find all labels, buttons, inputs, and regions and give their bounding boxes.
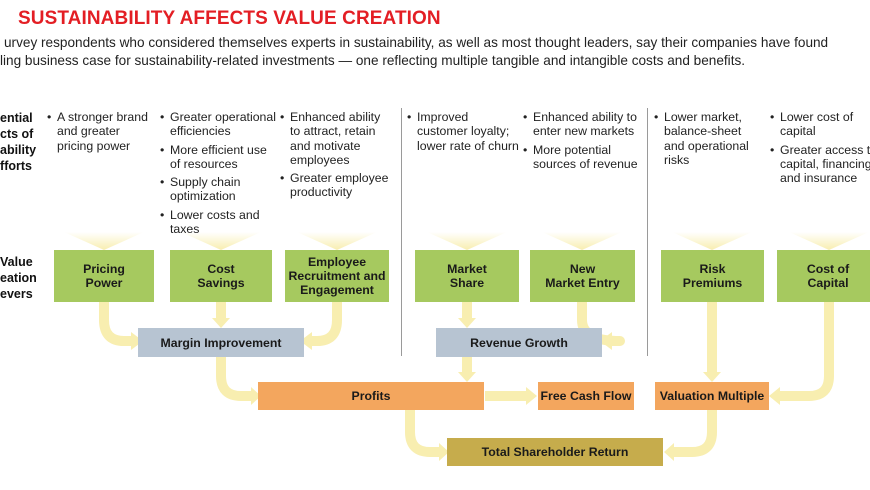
arrowhead xyxy=(526,387,537,405)
chevron-arrow xyxy=(64,232,144,250)
intro-line-2: ling business case for sustainability-re… xyxy=(0,53,746,68)
arrowhead xyxy=(664,443,674,461)
arrowhead xyxy=(458,318,476,328)
revenue-growth-box: Revenue Growth xyxy=(436,328,602,357)
arrowhead xyxy=(131,332,143,350)
effect-item: Greater access to capital, financing and… xyxy=(770,143,870,186)
effects-employee: Enhanced ability to attract, retain and … xyxy=(280,110,388,204)
arrowhead xyxy=(300,332,312,350)
driver-cost-savings: Cost Savings xyxy=(170,250,272,302)
connector-profits-to-tsr xyxy=(405,410,441,457)
connector-capital-to-valuation xyxy=(778,302,834,401)
connector-valuation-to-tsr xyxy=(672,410,717,457)
driver-pricing-power: Pricing Power xyxy=(54,250,154,302)
intro-text: urvey respondents who considered themsel… xyxy=(0,34,870,70)
effect-item: More potential sources of revenue xyxy=(523,143,638,172)
arrowheads xyxy=(131,318,780,461)
arrowhead xyxy=(769,387,780,405)
row-label-drivers: Value eation evers xyxy=(0,255,37,301)
effect-item: A stronger brand and greater pricing pow… xyxy=(47,110,148,153)
arrowhead xyxy=(251,387,261,405)
arrowhead xyxy=(212,318,230,328)
intro-line-1: urvey respondents who considered themsel… xyxy=(4,35,829,50)
effects-capital: Lower cost of capital Greater access to … xyxy=(770,110,870,189)
effect-item: Lower cost of capital xyxy=(770,110,870,139)
effect-item: Lower market, balance-sheet and operatio… xyxy=(654,110,749,167)
free-cash-flow-box: Free Cash Flow xyxy=(538,382,634,410)
chevron-arrow xyxy=(789,232,869,250)
chevron-arrow xyxy=(427,232,507,250)
chevron-arrow xyxy=(181,232,261,250)
arrowhead xyxy=(703,372,721,382)
row-label-effects: ential cts of ability fforts xyxy=(0,111,37,173)
effect-item: Supply chain optimization xyxy=(160,175,276,204)
total-shareholder-return-box: Total Shareholder Return xyxy=(447,438,663,466)
diagram-title: SUSTAINABILITY AFFECTS VALUE CREATION xyxy=(18,8,441,29)
margin-improvement-box: Margin Improvement xyxy=(138,328,304,357)
column-separator xyxy=(647,108,648,356)
arrowhead xyxy=(439,443,449,461)
chevron-arrow xyxy=(297,232,377,250)
arrowhead xyxy=(600,332,612,350)
effect-item: Improved customer loyalty; lower rate of… xyxy=(407,110,519,153)
driver-risk-premiums: Risk Premiums xyxy=(661,250,764,302)
chevron-arrow xyxy=(672,232,752,250)
driver-cost-of-capital: Cost of Capital xyxy=(777,250,870,302)
effect-item: Lower costs and taxes xyxy=(160,208,276,237)
effect-item: Enhanced ability to attract, retain and … xyxy=(280,110,388,167)
chevron-arrow xyxy=(542,232,622,250)
effects-market-share: Improved customer loyalty; lower rate of… xyxy=(407,110,519,157)
driver-new-market-entry: New Market Entry xyxy=(530,250,635,302)
valuation-multiple-box: Valuation Multiple xyxy=(655,382,769,410)
connector-pricing-to-margin xyxy=(99,302,133,346)
effects-pricing: A stronger brand and greater pricing pow… xyxy=(47,110,148,157)
effects-cost: Greater operational efficiencies More ef… xyxy=(160,110,276,240)
effects-market-entry: Enhanced ability to enter new markets Mo… xyxy=(523,110,638,175)
effect-item: Enhanced ability to enter new markets xyxy=(523,110,638,139)
connector-employee-to-margin xyxy=(310,302,342,346)
connector-margin-to-profits xyxy=(216,357,253,401)
effects-risk: Lower market, balance-sheet and operatio… xyxy=(654,110,749,171)
effect-item: More efficient use of resources xyxy=(160,143,276,172)
arrowhead xyxy=(458,372,476,382)
column-separator xyxy=(401,108,402,356)
effect-item: Greater operational efficiencies xyxy=(160,110,276,139)
driver-employee-recruitment: Employee Recruitment and Engagement xyxy=(285,250,389,302)
driver-market-share: Market Share xyxy=(415,250,519,302)
chevron-arrows xyxy=(64,232,869,250)
profits-box: Profits xyxy=(258,382,484,410)
effect-item: Greater employee productivity xyxy=(280,171,388,200)
